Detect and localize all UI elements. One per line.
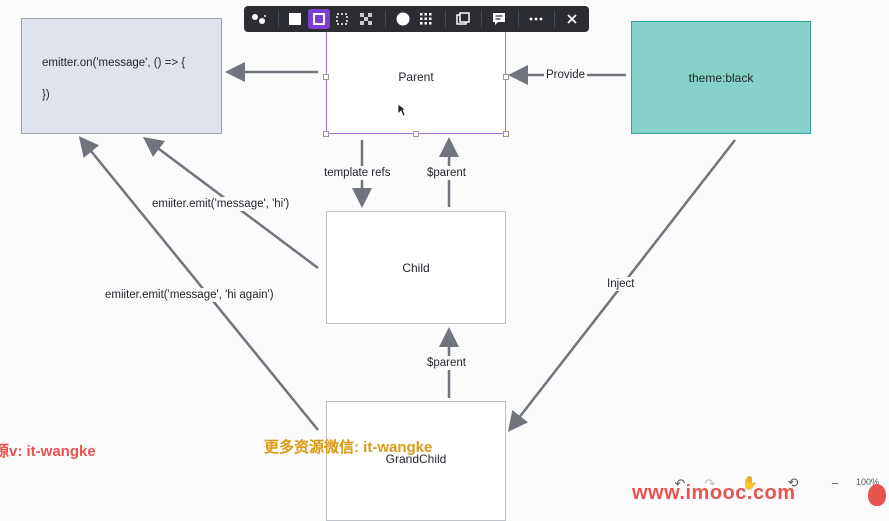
edge-label-inject: Inject <box>605 277 637 291</box>
edge-emit-hi-again[interactable] <box>78 136 319 431</box>
emitter-code-line-1: emitter.on('message', () => { <box>42 57 186 69</box>
shapes-icon[interactable] <box>248 9 270 29</box>
flame-logo-icon <box>868 484 886 506</box>
more-icon[interactable] <box>525 9 547 29</box>
grandchild-node[interactable]: GrandChild <box>326 401 506 521</box>
fill-solid-icon[interactable] <box>285 9 307 29</box>
toolbar-divider <box>554 11 556 27</box>
outline-icon[interactable] <box>308 9 330 29</box>
edge-label-template-refs: template refs <box>322 166 393 180</box>
theme-node[interactable]: theme:black <box>631 21 811 134</box>
comment-icon[interactable] <box>488 9 510 29</box>
edge-label-emit-hi: emiiter.emit('message', 'hi') <box>150 197 292 211</box>
edge-label-child-parent: $parent <box>425 166 469 180</box>
toolbar-divider <box>384 11 386 27</box>
grandchild-label: GrandChild <box>385 452 447 466</box>
toolbar-divider <box>277 11 279 27</box>
history-icon[interactable]: ⟲ <box>787 475 799 490</box>
site-watermark: www.imooc.com <box>632 482 796 504</box>
toolbar-divider <box>481 11 483 27</box>
theme-label: theme:black <box>688 70 754 85</box>
mouse-cursor-icon <box>397 103 407 117</box>
shape-toolbar <box>244 6 589 32</box>
undo-icon[interactable]: ↶ <box>674 476 686 491</box>
watermark-center: 更多资源微信: it-wangke <box>264 439 433 456</box>
emitter-code-line-2: }) <box>42 89 50 101</box>
zoom-out-icon[interactable]: − <box>831 475 839 491</box>
zoom-level[interactable]: 100% <box>856 477 880 487</box>
toolbar-divider <box>444 11 446 27</box>
resize-handle-bottom-right[interactable] <box>503 131 509 137</box>
parent-label: Parent <box>398 70 434 84</box>
edge-label-grandchild-parent: $parent <box>425 356 469 370</box>
child-node[interactable]: Child <box>326 211 506 324</box>
resize-handle-bottom[interactable] <box>413 131 419 137</box>
watermark-left: 源v: it-wangke <box>0 443 96 460</box>
resize-handle-right[interactable] <box>503 74 509 80</box>
child-label: Child <box>402 260 430 275</box>
emitter-node[interactable]: emitter.on('message', () => { }) <box>21 18 222 134</box>
grid-icon[interactable] <box>415 9 437 29</box>
dashed-outline-icon[interactable] <box>332 9 354 29</box>
hand-tool-icon[interactable]: ✋ <box>741 475 759 490</box>
copy-icon[interactable] <box>452 9 474 29</box>
redo-icon[interactable]: ↷ <box>704 476 716 491</box>
toolbar-divider <box>517 11 519 27</box>
edge-label-emit-hi-again: emiiter.emit('message', 'hi again') <box>103 288 276 302</box>
parent-node[interactable]: Parent <box>326 20 506 134</box>
transparent-icon[interactable] <box>355 9 377 29</box>
resize-handle-left[interactable] <box>323 74 329 80</box>
close-icon[interactable] <box>561 9 583 29</box>
edge-label-provide: Provide <box>544 68 587 82</box>
circle-icon[interactable] <box>392 9 414 29</box>
resize-handle-bottom-left[interactable] <box>323 131 329 137</box>
